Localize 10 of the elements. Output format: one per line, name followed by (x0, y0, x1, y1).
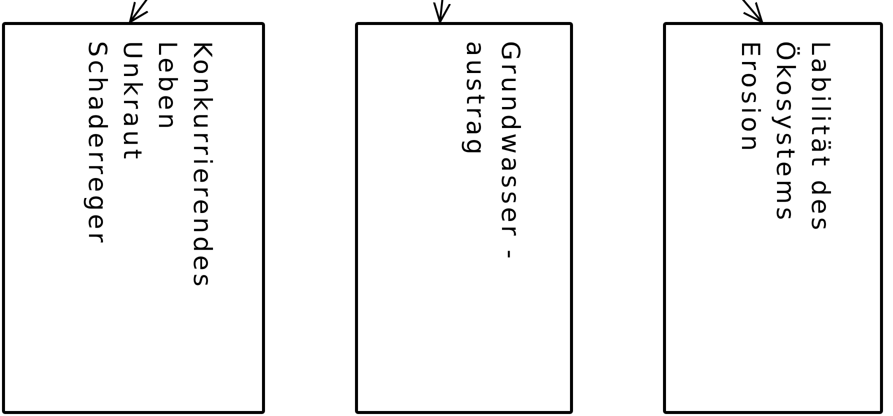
text-box (663, 22, 883, 414)
text-box (355, 22, 573, 414)
text-box (2, 22, 265, 414)
box-label: Grundwasser - austrag (460, 41, 526, 264)
arrow (433, 0, 451, 23)
box-label: Erosion (735, 41, 766, 156)
box-label: Schaderreger (82, 41, 113, 248)
box-label: Labilität des Ökosystems (770, 41, 836, 236)
box-label: Konkurrierendes Leben (152, 41, 218, 292)
box-label: Unkraut (117, 41, 148, 164)
